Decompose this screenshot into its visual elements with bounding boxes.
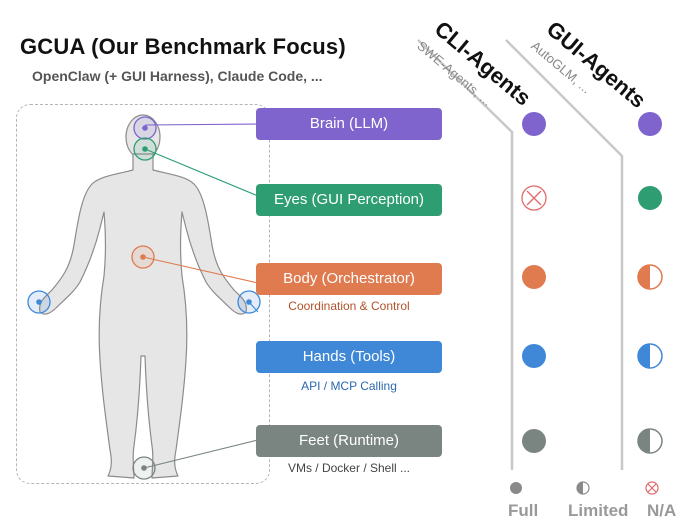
legend-full-label: Full <box>508 501 539 520</box>
status-gui-row-1-icon <box>638 186 662 210</box>
human-silhouette <box>39 114 247 479</box>
legend-limited-icon <box>576 481 590 495</box>
legend-full-icon <box>510 482 522 494</box>
status-cli-row-2-icon <box>522 265 546 289</box>
feet-connector <box>143 439 259 469</box>
status-cli-row-4-icon <box>522 429 546 453</box>
component-brain-label: Brain (LLM) <box>256 108 442 140</box>
legend-icons <box>510 481 659 495</box>
component-eyes-label: Eyes (GUI Perception) <box>256 184 442 216</box>
eyes-connector <box>144 148 259 197</box>
status-cli-row-0-icon <box>522 112 546 136</box>
page-subtitle: OpenClaw (+ GUI Harness), Claude Code, .… <box>32 68 323 84</box>
status-symbols <box>521 112 663 454</box>
body-markers <box>27 116 261 480</box>
legend-na-label: N/A <box>647 501 677 520</box>
component-hands-sublabel: API / MCP Calling <box>301 379 397 393</box>
component-body-label: Body (Orchestrator) <box>256 263 442 295</box>
legend-limited-label: Limited <box>568 501 629 520</box>
status-cli-row-1-icon <box>521 185 547 211</box>
page-title: GCUA (Our Benchmark Focus) <box>20 34 346 59</box>
body-connector <box>142 256 259 284</box>
brain-connector <box>144 123 259 126</box>
status-gui-row-0-icon <box>638 112 662 136</box>
status-gui-row-4-icon <box>637 428 663 454</box>
component-feet-label: Feet (Runtime) <box>256 425 442 457</box>
status-cli-row-3-icon <box>522 344 546 368</box>
legend-na-icon <box>645 481 659 495</box>
component-feet-sublabel: VMs / Docker / Shell ... <box>287 461 411 475</box>
status-gui-row-2-icon <box>637 264 663 290</box>
component-body-sublabel: Coordination & Control <box>288 299 410 313</box>
component-hands-label: Hands (Tools) <box>256 341 442 373</box>
connector-lines <box>142 123 259 469</box>
status-gui-row-3-icon <box>637 343 663 369</box>
column-dividers <box>417 39 624 470</box>
